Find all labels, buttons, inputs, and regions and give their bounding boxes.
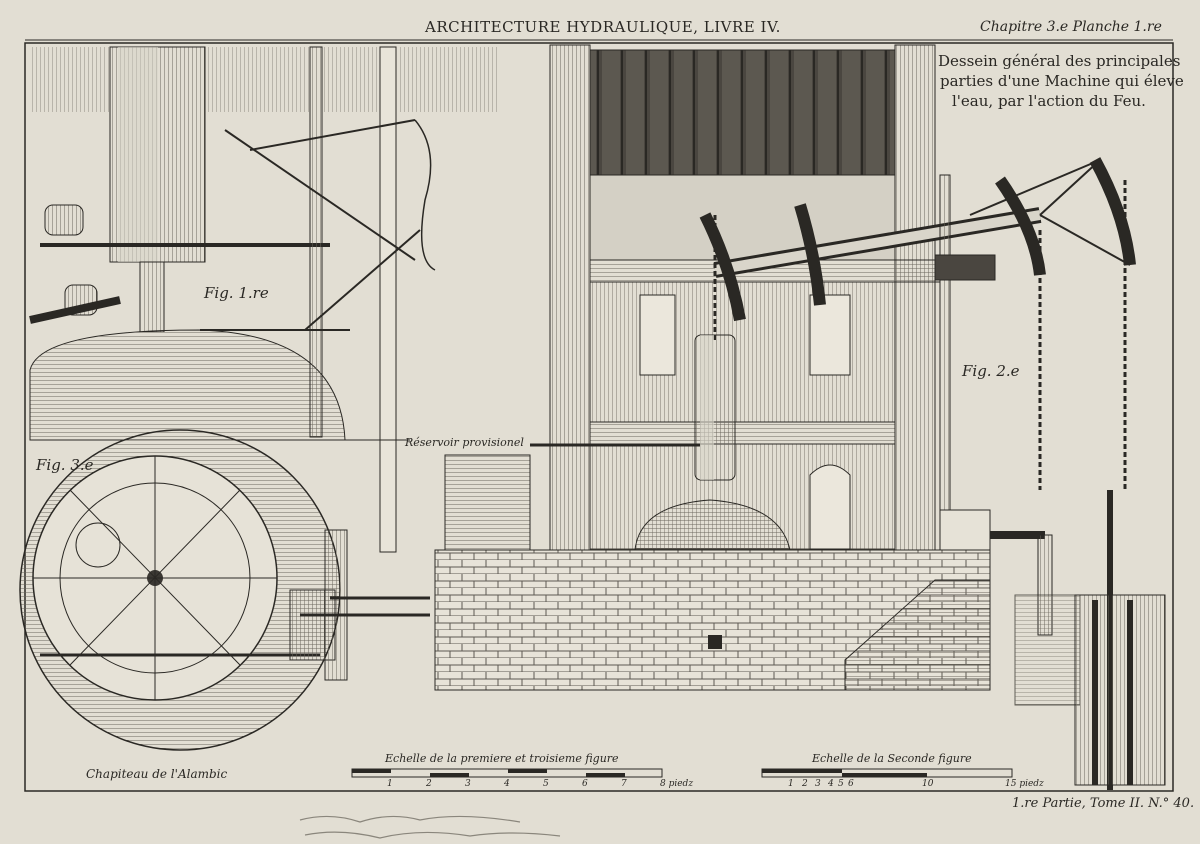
fig1-label: Fig. 1.re [204, 284, 269, 302]
chapiteau-label: Chapiteau de l'Alambic [86, 767, 228, 781]
scale2-tick: 4 [828, 779, 834, 789]
scale2-tick: 3 [815, 779, 821, 789]
scale2-tick: 6 [848, 779, 854, 789]
scale1-tick: 7 [621, 779, 627, 789]
scale2-tick: 1 [788, 779, 794, 789]
volume-reference: 1.re Partie, Tome II. N.° 40. [1012, 796, 1195, 811]
scale2-label: Echelle de la Seconde figure [812, 752, 972, 765]
scale2-tick: 5 [838, 779, 844, 789]
fig1-drawing [29, 46, 500, 553]
scale1-label: Echelle de la premiere et troisieme figu… [385, 752, 619, 765]
fig2-drawing [434, 44, 1166, 790]
scale1-tick: 6 [582, 779, 588, 789]
scale1-end: 8 piedz [660, 779, 694, 789]
caption-line-3: l'eau, par l'action du Feu. [952, 92, 1146, 110]
scale-bar-2 [761, 768, 1013, 778]
scale2-end: 15 piedz [1005, 779, 1044, 789]
scale2-tick: 2 [802, 779, 808, 789]
caption-line-1: Dessein général des principales [938, 52, 1181, 70]
reservoir-label: Réservoir provisionel [405, 436, 524, 449]
fig2-label: Fig. 2.e [962, 362, 1020, 380]
scale1-tick: 3 [465, 779, 471, 789]
scale1-tick: 2 [426, 779, 432, 789]
scale1-tick: 5 [543, 779, 549, 789]
scale2-tick: 10 [922, 779, 934, 789]
scale1-tick: 4 [504, 779, 510, 789]
chapter-label: Chapitre 3.e Planche 1.re [980, 19, 1162, 35]
fig3-label: Fig. 3.e [36, 456, 94, 474]
scale1-tick: 1 [387, 779, 393, 789]
plate-title: ARCHITECTURE HYDRAULIQUE, LIVRE IV. [425, 18, 781, 36]
pencil-inscription [299, 815, 521, 823]
fig3-drawing [19, 429, 430, 751]
plate-border [24, 42, 1174, 792]
scale-bar-1 [351, 768, 663, 778]
caption-line-2: parties d'une Machine qui éleve [940, 72, 1184, 90]
